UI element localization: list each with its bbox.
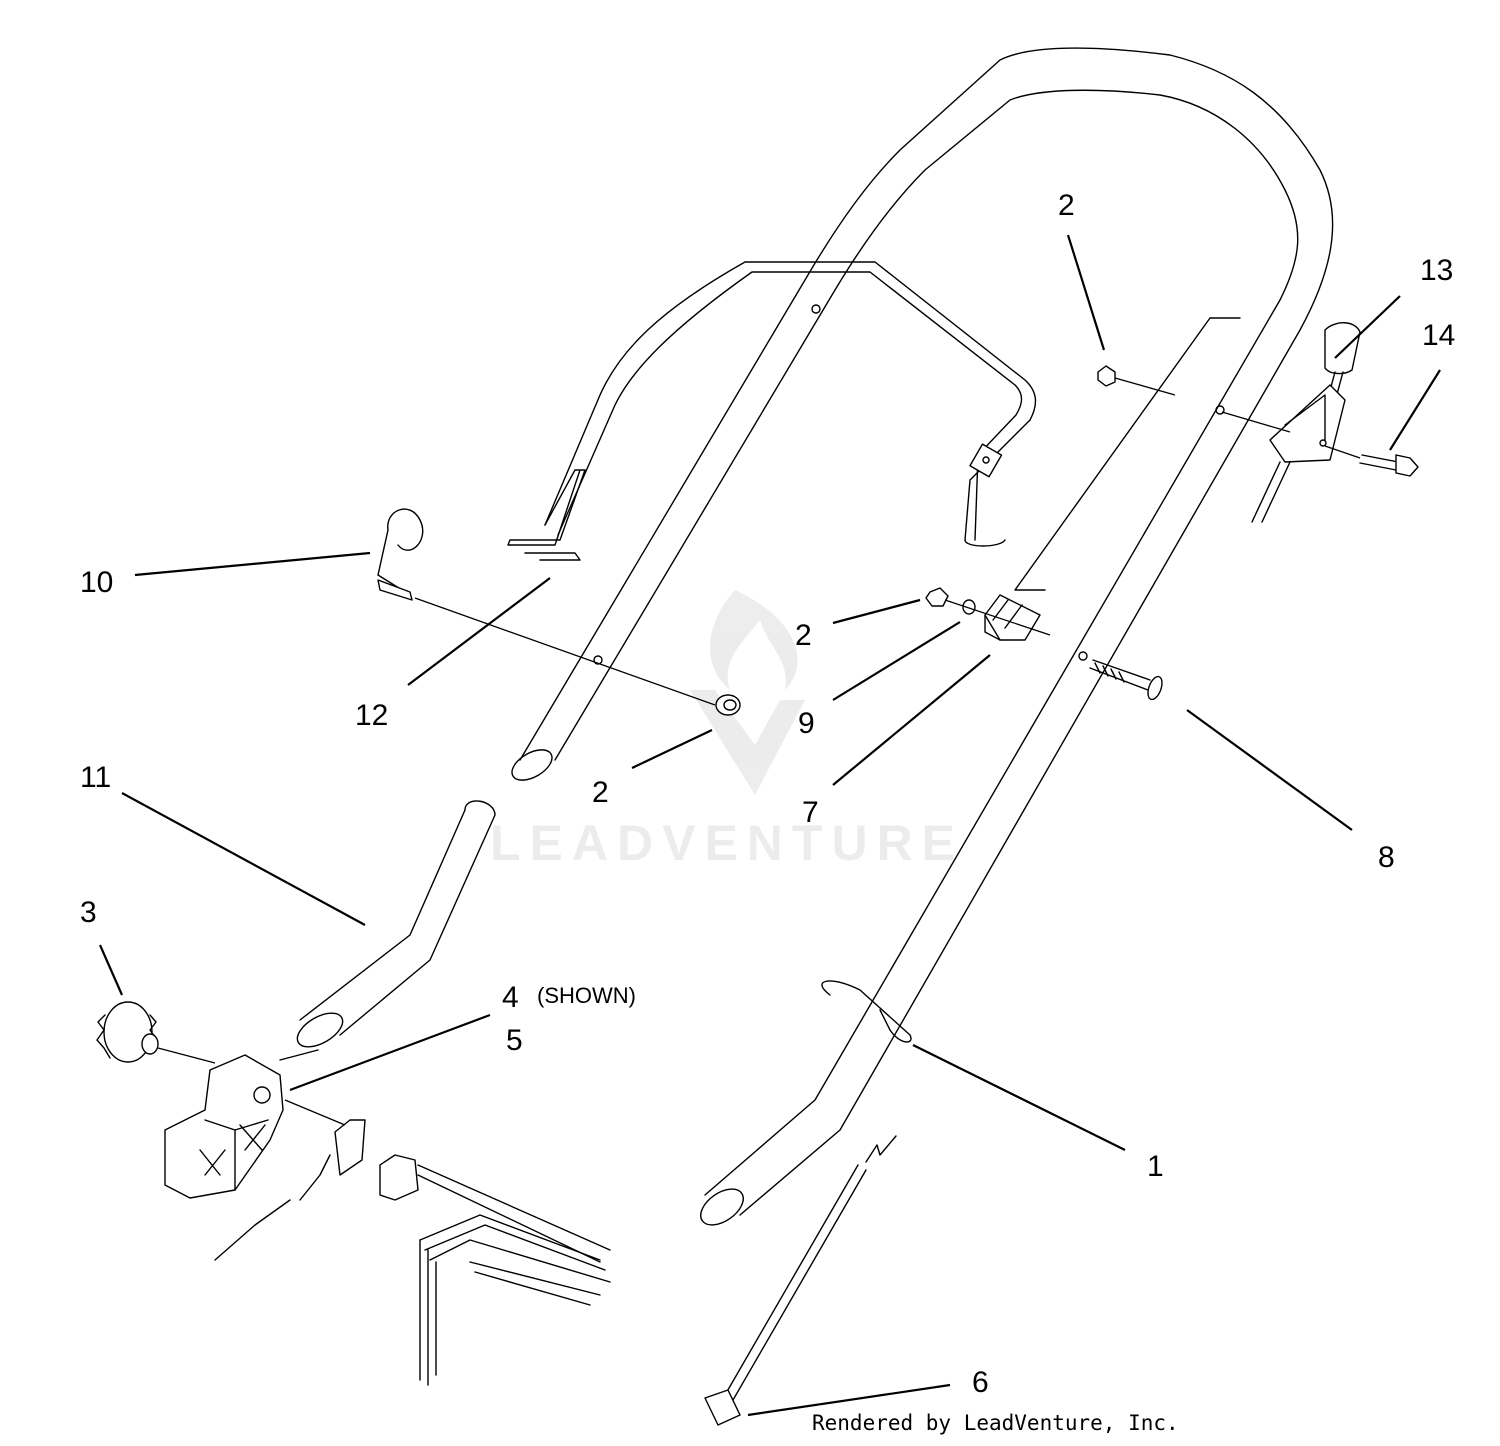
main-handle-tube [511, 47, 1334, 1226]
callout-5: 5 [506, 1024, 523, 1057]
callout-13: 13 [1420, 254, 1453, 287]
handle-mounting-bracket [164, 1054, 284, 1199]
render-credit: Rendered by LeadVenture, Inc. [812, 1411, 1179, 1435]
leader-line-2-lower [631, 729, 713, 769]
callout-6: 6 [972, 1366, 989, 1399]
leader-line-14 [1389, 369, 1441, 451]
bracket-axis-line [944, 599, 1051, 636]
callout-2-middle: 2 [795, 619, 812, 652]
leader-line-1 [912, 1044, 1126, 1151]
lower-handle-tube [279, 800, 496, 1061]
operator-bail-bar [507, 261, 1037, 561]
callout-2-upper: 2 [1058, 189, 1075, 222]
callout-4: 4 [502, 981, 519, 1014]
carriage-bolt [1089, 659, 1163, 701]
leader-line-7 [832, 654, 991, 786]
leader-line-12 [407, 577, 551, 686]
cable-guide-bracket [984, 594, 1041, 641]
callout-8: 8 [1378, 841, 1395, 874]
hex-bolt [1359, 454, 1419, 477]
leader-line-2-middle [832, 598, 921, 625]
lock-nut-upper [1097, 365, 1116, 387]
callout-2-lower: 2 [592, 776, 609, 809]
leadventure-watermark-logo [690, 590, 805, 795]
callout-9: 9 [798, 707, 815, 740]
pin-axis-line [414, 597, 716, 706]
leader-line-2-upper [1066, 234, 1106, 351]
leader-line-11 [121, 792, 366, 926]
lock-nut-middle [925, 587, 976, 615]
mower-deck-outline [214, 1119, 611, 1386]
callout-10: 10 [80, 566, 113, 599]
bracket-bolt-axis-line [284, 1099, 346, 1126]
handle-knob [96, 1001, 159, 1063]
callout-11: 11 [80, 761, 111, 794]
leader-line-10 [134, 551, 371, 577]
upper-nut-axis-line [1114, 377, 1176, 396]
callout-14: 14 [1422, 319, 1455, 352]
watermark-text: LEADVENTURE [490, 815, 964, 871]
callout-7: 7 [802, 796, 819, 829]
hex-bolt-axis-line [1324, 445, 1361, 459]
leader-line-13 [1334, 295, 1401, 359]
leader-line-9 [832, 621, 961, 701]
hairpin [377, 508, 424, 601]
leader-line-3 [98, 944, 124, 996]
lock-nut-lower [715, 694, 741, 716]
knob-axis-line [157, 1047, 216, 1064]
cable-clip [821, 980, 912, 1043]
throttle-control-lever [1251, 322, 1361, 523]
control-cable [704, 1135, 897, 1426]
leader-line-4-5 [289, 1013, 491, 1092]
callout-4-shown-note: (SHOWN) [537, 983, 636, 1008]
callout-3: 3 [80, 896, 97, 929]
callout-1: 1 [1147, 1150, 1164, 1183]
leader-line-6 [747, 1383, 951, 1417]
leader-line-8 [1186, 709, 1353, 831]
callout-12: 12 [355, 699, 388, 732]
lever-axis-line [1221, 411, 1291, 433]
